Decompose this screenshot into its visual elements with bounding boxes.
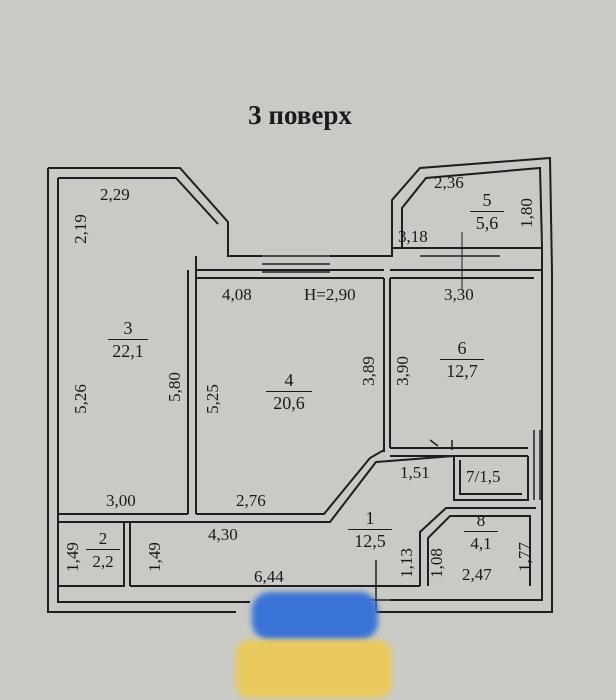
dimension-label: 3,18	[398, 227, 428, 246]
outer-wall	[330, 156, 553, 613]
inner-wall	[390, 447, 528, 457]
window	[420, 247, 500, 257]
dimension-label: 5,25	[202, 384, 222, 414]
dimension-label: 4,30	[208, 525, 238, 544]
outer-wall-inner	[390, 166, 543, 601]
dimension-label: 3,89	[358, 356, 378, 386]
dimension-label: 2,76	[236, 491, 266, 510]
room-7-label: 7/1,5	[466, 467, 501, 486]
inner-wall	[187, 256, 197, 514]
dimension-label: 1,13	[396, 548, 416, 578]
window	[262, 255, 330, 273]
window	[533, 430, 541, 500]
room-5-label: 5 5,6	[470, 190, 504, 234]
outer-wall-inner	[58, 177, 219, 225]
inner-wall	[427, 515, 531, 586]
room-area: 12,7	[440, 359, 484, 382]
dimension-label: 1,08	[426, 548, 446, 578]
room-number: 1	[365, 508, 375, 528]
room-number: 8	[476, 511, 486, 530]
floor-title: 3 поверх	[248, 100, 352, 130]
inner-wall	[58, 455, 455, 523]
room-8-label: 8 4,1	[464, 510, 498, 554]
room-number: 6	[457, 338, 467, 358]
dimension-label: 6,44	[254, 567, 284, 586]
dimension-label: 5,80	[164, 372, 184, 402]
dimension-label: 2,29	[100, 185, 130, 204]
dimension-label: 1,80	[516, 198, 536, 228]
dimension-label: 1,49	[144, 542, 164, 572]
dimension-label: 5,26	[70, 384, 90, 414]
room-area: 2,2	[86, 549, 120, 572]
room-1-label: 1 12,5	[348, 508, 392, 552]
dimension-label: 2,36	[434, 173, 464, 192]
outer-wall	[47, 168, 236, 613]
dimension-line	[429, 439, 453, 450]
dimension-label: 1,77	[514, 542, 534, 572]
inner-wall	[196, 269, 384, 279]
dimension-label: 2,19	[70, 214, 90, 244]
flag-yellow-stripe	[236, 640, 392, 698]
dimension-label: 3,90	[392, 356, 412, 386]
room-4-label: 4 20,6	[266, 370, 312, 414]
room-area: 20,6	[266, 391, 312, 414]
dimension-label: 1,49	[62, 542, 82, 572]
outer-wall	[48, 167, 262, 257]
room-number: 5	[482, 190, 492, 210]
inner-wall	[57, 522, 125, 587]
dimension-label: 3,30	[444, 285, 474, 304]
inner-wall	[419, 507, 536, 586]
room-area: 5,6	[470, 211, 504, 234]
ceiling-height-label: H=2,90	[304, 285, 356, 304]
room-3-label: 3 22,1	[108, 318, 148, 362]
room-area: 4,1	[464, 531, 498, 554]
dimension-label: 3,00	[106, 491, 136, 510]
room-2-label: 2 2,2	[86, 528, 120, 572]
inner-wall	[453, 456, 529, 501]
dimension-label: 1,51	[400, 463, 430, 482]
room-6-label: 6 12,7	[440, 338, 484, 382]
flag-blue-stripe	[252, 592, 378, 640]
dimension-label: 2,47	[462, 565, 492, 584]
dimension-label: 4,08	[222, 285, 252, 304]
room-number: 4	[284, 370, 294, 390]
room-number: 2	[98, 529, 108, 548]
room-area: 12,5	[348, 529, 392, 552]
inner-wall	[459, 460, 522, 495]
room-area: 22,1	[108, 339, 148, 362]
room-number: 3	[123, 318, 133, 338]
inner-wall	[196, 449, 385, 515]
outer-wall-inner	[57, 178, 250, 603]
inner-wall	[383, 278, 391, 452]
inner-wall	[390, 269, 542, 279]
